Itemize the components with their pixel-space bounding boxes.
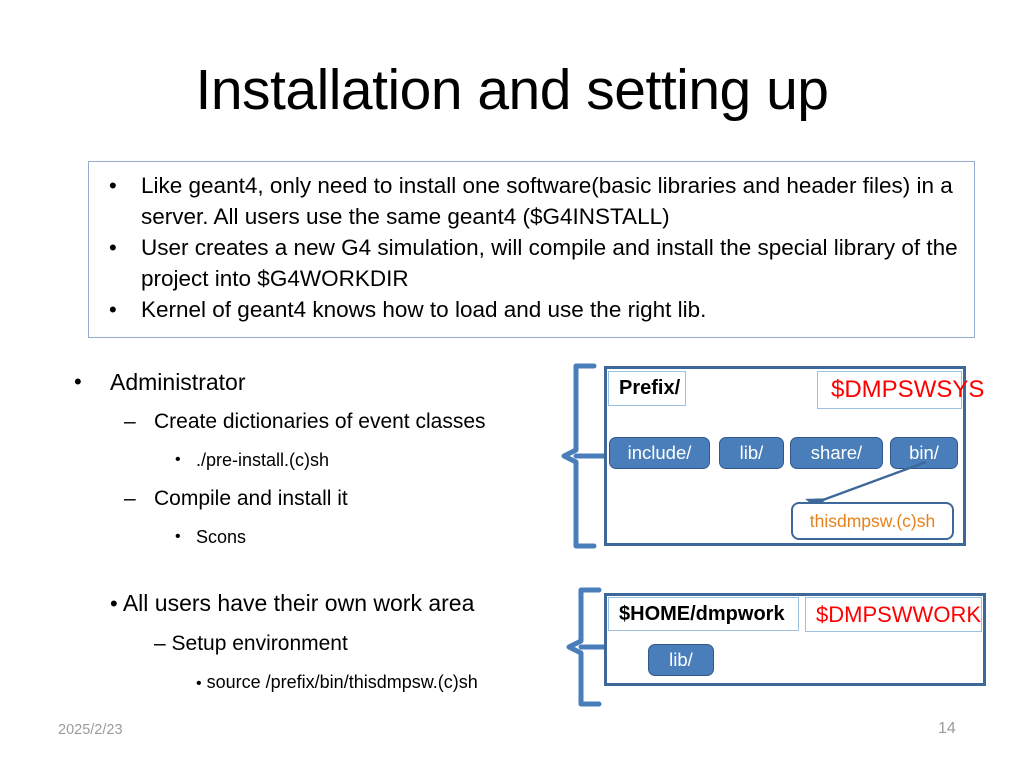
list-item: • Like geant4, only need to install one … [89,170,974,232]
page-title: Installation and setting up [195,58,829,122]
label-dmpswsys-env-text: $DMPSWSYS [831,376,985,403]
folder-work-lib-label: lib/ [669,649,693,670]
administrator-outline: • Administrator – Create dictionaries of… [62,362,582,556]
bullet-glyph: • [109,297,117,322]
left-brace-connector-sys [561,363,607,549]
bullet-glyph: • [196,675,202,692]
outline-row-text: Administrator [110,369,246,395]
label-dmpswsys-env: $DMPSWSYS [817,371,984,409]
users-outline: • All users have their own work area – S… [62,583,602,703]
outline-row-text: All users have their own work area [122,590,475,616]
intro-bullet-list: • Like geant4, only need to install one … [89,162,974,325]
list-item-text: Like geant4, only need to install one so… [141,173,953,229]
label-home-dmpwork-text: $HOME/dmpwork [619,602,785,625]
label-home-dmpwork-path: $HOME/dmpwork [608,597,799,631]
bullet-glyph: • [74,369,82,394]
label-prefix-path-text: Prefix/ [619,377,681,399]
footer-date: 2025/2/23 [58,722,123,738]
bullet-glyph: • [175,451,181,468]
outline-row-text: Setup environment [171,632,348,655]
script-callout-thisdmpsw[interactable]: thisdmpsw.(c)sh [791,502,954,540]
outline-row-pre-install: • ./pre-install.(c)sh [62,441,582,479]
outline-row-text: ./pre-install.(c)sh [196,450,330,470]
bullet-glyph: • [175,528,181,545]
outline-row-administrator: • Administrator [62,362,582,402]
bullet-glyph: • [109,173,117,198]
outline-row-create-dictionaries: – Create dictionaries of event classes [62,402,582,441]
outline-row-compile-install: – Compile and install it [62,479,582,518]
outline-row-text: Compile and install it [154,487,348,510]
label-prefix-path: Prefix/ [608,371,686,406]
label-dmpswwork-env-text: $DMPSWWORK [816,601,981,627]
outline-row-text: Scons [196,527,247,547]
dash-glyph: – [154,632,166,655]
folder-share[interactable]: share/ [790,437,883,469]
folder-include-label: include/ [627,442,692,463]
outline-row-text: source /prefix/bin/thisdmpsw.(c)sh [206,672,478,692]
outline-row-text: Create dictionaries of event classes [154,410,486,433]
dash-glyph: – [124,410,136,433]
bullet-glyph: • [110,591,118,616]
outline-row-setup-environment: – Setup environment [62,624,602,663]
outline-row-source-script: • source /prefix/bin/thisdmpsw.(c)sh [62,663,602,703]
script-callout-label: thisdmpsw.(c)sh [809,510,936,531]
list-item: • Kernel of geant4 knows how to load and… [89,294,974,325]
label-dmpswwork-env: $DMPSWWORK [805,597,982,632]
footer-page-number: 14 [938,720,956,737]
list-item-text: User creates a new G4 simulation, will c… [141,235,958,291]
folder-lib[interactable]: lib/ [719,437,784,469]
outline-row-all-users: • All users have their own work area [62,583,602,624]
folder-lib-label: lib/ [739,442,764,463]
list-item-text: Kernel of geant4 knows how to load and u… [141,297,707,322]
dash-glyph: – [124,487,136,510]
folder-include[interactable]: include/ [609,437,710,469]
bullet-glyph: • [109,235,117,260]
list-item: • User creates a new G4 simulation, will… [89,232,974,294]
folder-work-lib[interactable]: lib/ [648,644,714,676]
outline-row-scons: • Scons [62,518,582,556]
folder-bin-label: bin/ [909,442,939,463]
folder-bin[interactable]: bin/ [890,437,958,469]
folder-share-label: share/ [810,442,863,463]
intro-text-box: • Like geant4, only need to install one … [88,161,975,338]
arrow-bin-to-script-icon [805,460,927,513]
